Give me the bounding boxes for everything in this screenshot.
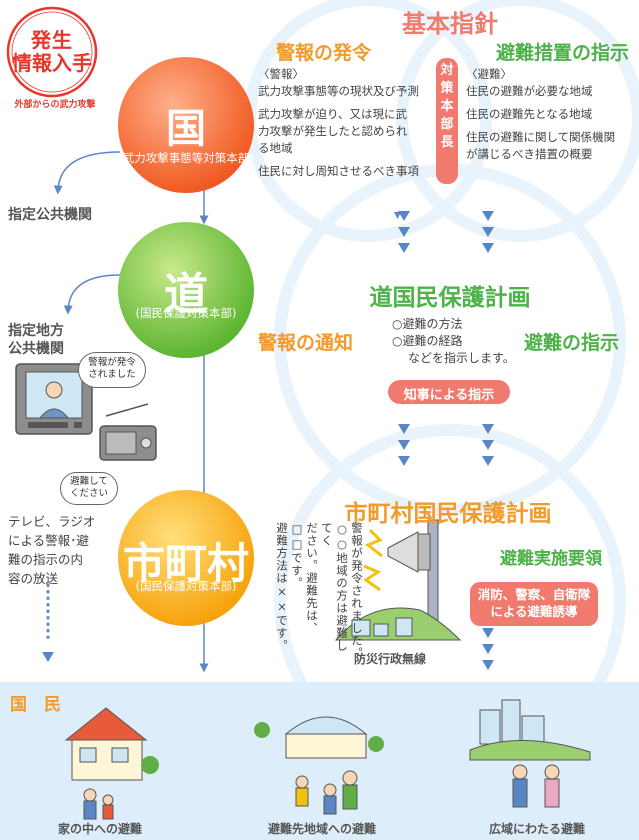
stamp-line1: 発生 xyxy=(31,28,73,52)
caption-destination: 避難先地域への避難 xyxy=(267,822,376,836)
house-illustration xyxy=(64,707,159,820)
honbucho-label: 対策本部長 xyxy=(440,63,454,150)
shitei-kokyo-kikan: 指定公共機関 xyxy=(8,207,92,223)
do-plan-title: 道国民保護計画 xyxy=(369,285,531,311)
hinan-shiji-label: 避難の指示 xyxy=(524,332,620,354)
shichoson-sub: (国民保護対策本部) xyxy=(135,579,237,593)
city-illustration xyxy=(469,699,591,808)
stamp-line2: 情報入手 xyxy=(12,51,92,75)
shitei-chiho-line2: 公共機関 xyxy=(8,341,64,357)
flow-arrows xyxy=(394,211,494,670)
do-sub: (国民保護対策本部) xyxy=(135,306,237,320)
chiji-pill-bg xyxy=(388,380,510,404)
hinan-item: 住民の避難先となる地域 xyxy=(466,107,593,121)
hinan-jisshi-yoryo: 避難実施要領 xyxy=(500,549,602,569)
broadcast-line3: 難の指示の内 xyxy=(8,552,84,567)
hinan-list: 〈避難〉 住民の避難が必要な地域 住民の避難先となる地域 住民の避難に関して関係… xyxy=(466,66,638,163)
broadcast-line2: による警報･避 xyxy=(8,533,89,548)
yudo-pill-line2: による避難誘導 xyxy=(490,604,578,619)
broadcast-line4: 容の放送 xyxy=(8,571,59,586)
keiho-item: 武力攻撃事態等の現状及び予測 xyxy=(258,84,419,98)
yudo-pill: 消防、警察、自衛隊 による避難誘導 xyxy=(470,586,598,620)
broadcast-note: テレビ、ラジオ による警報･避 難の指示の内 容の放送 xyxy=(8,512,95,588)
radio-speech-bubble: 避難して ください xyxy=(60,472,118,505)
keiho-tsuchi-label: 警報の通知 xyxy=(258,332,354,354)
chiji-shiji-pill: 知事による指示 xyxy=(403,388,495,403)
keiho-hatsurei-heading: 警報の発令 xyxy=(276,42,372,64)
radio-bubble-line1: 避難して xyxy=(70,476,108,487)
do-plan-item: ○避難の経路 xyxy=(392,334,463,348)
stamp-caption: 外部からの武力攻撃 xyxy=(14,100,96,110)
hinan-item: 住民の避難に関して関係機関 xyxy=(466,130,616,144)
radio-speaker-illustration xyxy=(334,519,462,641)
kihon-shishin-title: 基本指針 xyxy=(402,10,498,38)
shitei-chiho-line1: 指定地方 xyxy=(8,323,64,339)
do-plan-items: ○避難の方法 ○避難の経路 などを指示します。 xyxy=(392,316,515,367)
bosai-musen-label: 防災行政無線 xyxy=(354,652,427,666)
kokumin-label: 国 民 xyxy=(10,695,61,715)
shichoson-ball xyxy=(118,490,254,626)
keiho-item: 力攻撃が発生したと認められ xyxy=(258,124,408,138)
keiho-item: 武力攻撃が迫り、又は現に武 xyxy=(258,107,408,121)
kuni-title: 国 xyxy=(166,106,206,152)
keiho-item: 〈警報〉 xyxy=(258,67,304,81)
do-plan-item: ○避難の方法 xyxy=(392,317,463,331)
tv-speech-bubble: 警報が発令 されました xyxy=(78,352,146,388)
announce-line4: 避難方法は××です。 xyxy=(275,522,289,652)
tv-illustration xyxy=(15,363,93,435)
do-ball xyxy=(118,222,254,358)
hinan-item: 〈避難〉 xyxy=(466,67,512,81)
shichoson-title: 市町村 xyxy=(122,539,249,588)
caption-wide-area: 広域にわたる避難 xyxy=(488,822,585,836)
city-plan-title: 市町村国民保護計画 xyxy=(344,501,552,527)
kuni-sub: (武力攻撃事態等対策本部) xyxy=(118,151,254,165)
announcement-text: 警報が発令されました。 ○○地域の方は避難してく ださい。避難先は、□□です。 … xyxy=(274,522,364,662)
tv-bubble-line1: 警報が発令 xyxy=(88,357,136,368)
keiho-item: 住民に対し周知させるべき事項 xyxy=(258,164,419,178)
do-title: 道 xyxy=(164,269,208,320)
shelter-illustration xyxy=(254,716,384,815)
hinan-item: が講じるべき措置の概要 xyxy=(466,147,593,161)
tv-bubble-line2: されました xyxy=(88,369,136,380)
announce-line1: 警報が発令されました。 xyxy=(350,522,364,660)
radio-illustration xyxy=(99,403,157,461)
announce-line3: ださい。避難先は、□□です。 xyxy=(290,522,319,635)
yudo-pill-line1: 消防、警察、自衛隊 xyxy=(477,587,591,602)
caption-indoor: 家の中への避難 xyxy=(57,822,142,836)
stamp-ring xyxy=(6,6,98,98)
hinan-item: 住民の避難が必要な地域 xyxy=(466,84,593,98)
honbucho-bar xyxy=(436,58,458,184)
hinan-sochi-heading: 避難措置の指示 xyxy=(496,42,630,64)
radio-bubble-line2: ください xyxy=(69,488,108,499)
announce-line2: ○○地域の方は避難してく xyxy=(320,522,349,652)
yudo-pill-bg xyxy=(470,582,598,626)
shitei-chiho-kokyo-kikan: 指定地方 公共機関 xyxy=(8,322,64,358)
keiho-item: る地域 xyxy=(258,141,293,155)
kuni-ball xyxy=(118,57,254,193)
keiho-list: 〈警報〉 武力攻撃事態等の現状及び予測 武力攻撃が迫り、又は現に武 力攻撃が発生… xyxy=(258,66,436,180)
venn-circle-right xyxy=(396,0,639,242)
do-plan-item: などを指示します。 xyxy=(408,351,515,365)
broadcast-line1: テレビ、ラジオ xyxy=(8,514,96,529)
